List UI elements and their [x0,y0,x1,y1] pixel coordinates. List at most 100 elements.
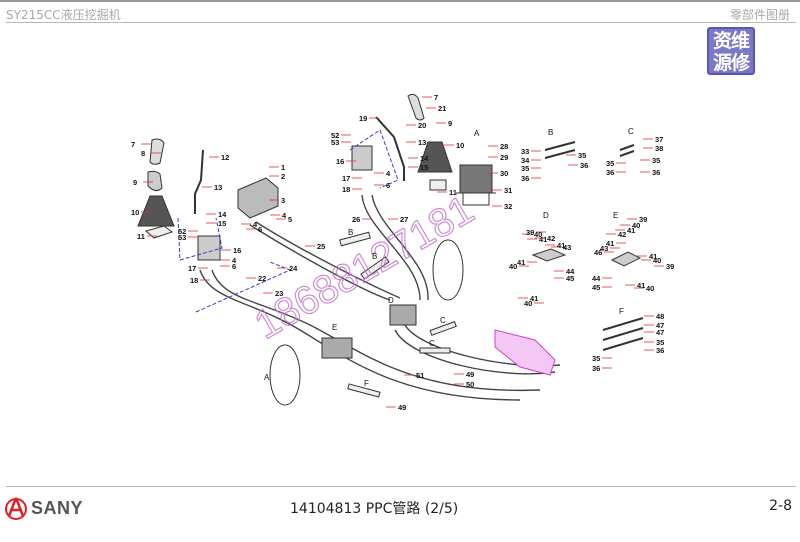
detail-label-F: F [619,307,624,316]
detail-label-C: C [429,339,435,348]
callout-41: 41 [517,258,525,267]
callout-35: 35 [606,159,614,168]
callout-13: 13 [214,183,222,192]
callout-10: 10 [456,141,464,150]
bracket-c-1 [429,321,457,336]
callout-23: 23 [275,289,283,298]
detail-e [610,251,642,267]
callout-30: 30 [500,169,508,178]
footer-divider [6,486,796,487]
callout-40: 40 [653,256,661,265]
plate-right [429,179,447,191]
detail-d [531,248,567,262]
callout-42: 42 [547,234,555,243]
callout-11: 11 [449,188,457,197]
callout-48: 48 [656,312,664,321]
detail-label-B: B [548,128,553,137]
callout-3: 3 [281,196,285,205]
callout-4: 4 [282,211,287,220]
valve-block-center [237,177,279,219]
detail-label-E: E [613,211,618,220]
detail-label-D: D [543,211,549,220]
callout-16: 16 [233,246,241,255]
callout-21: 21 [438,104,446,113]
stamp-line-2: 源修 [712,52,750,74]
sany-logo: SANY [5,496,83,520]
callout-41: 41 [530,294,538,303]
callout-41: 41 [539,235,547,244]
callout-25: 25 [317,242,325,251]
callout-35: 35 [521,164,529,173]
valve-body-left [197,235,221,261]
callout-28: 28 [500,142,508,151]
callout-46: 46 [594,248,602,257]
callout-15: 15 [420,163,428,172]
callout-2: 2 [281,172,285,181]
callout-43: 43 [600,244,608,253]
callout-34: 34 [521,156,530,165]
bracket-f [347,383,381,398]
callout-12: 12 [221,153,229,162]
callout-43: 43 [563,243,571,252]
callout-7: 7 [131,140,135,149]
callout-27: 27 [400,215,408,224]
callout-14: 14 [218,210,227,219]
callout-22: 22 [258,274,266,283]
callout-26: 26 [352,215,360,224]
detail-label-B: B [348,228,353,237]
callout-41: 41 [557,241,565,250]
valve-body-right [351,145,373,171]
callout-42: 42 [618,230,626,239]
boot-right [417,141,453,173]
callout-44: 44 [566,267,575,276]
detail-label-D: D [388,296,394,305]
callout-31: 31 [504,186,512,195]
callout-40: 40 [534,230,542,239]
bracket-b-2 [360,256,390,280]
sany-emblem-icon [5,497,27,520]
callout-35: 35 [578,151,586,160]
callout-16: 16 [336,157,344,166]
callout-4: 4 [386,169,391,178]
callout-51: 51 [416,371,424,380]
lever-knob-left [147,170,163,192]
detail-label-C: C [628,127,634,136]
catalog-title: 零部件图册 [729,8,790,22]
callout-11: 11 [137,232,145,241]
callout-37: 37 [655,135,663,144]
callout-52: 52 [178,227,186,236]
callout-41: 41 [627,226,635,235]
lever-grip-left [149,138,165,165]
callout-45: 45 [566,274,574,283]
callout-36: 36 [652,168,660,177]
callout-38: 38 [655,144,663,153]
callout-36: 36 [656,346,664,355]
lever-grip-right [407,93,425,121]
callout-6: 6 [386,181,390,190]
detail-b [544,141,576,159]
callout-10: 10 [131,208,139,217]
detail-label-B: B [372,252,377,261]
callout-40: 40 [632,221,640,230]
rod-left [194,149,204,214]
callout-14: 14 [420,154,429,163]
callout-9: 9 [133,178,137,187]
callout-50: 50 [466,380,474,389]
callout-36: 36 [580,161,588,170]
bracket-c-2 [419,347,451,354]
callout-39: 39 [666,262,674,271]
callout-9: 9 [448,119,452,128]
bracket-b-1 [339,231,371,247]
callout-39: 39 [526,228,534,237]
callout-8: 8 [141,149,145,158]
callout-13: 13 [418,138,426,147]
top-border [0,0,800,2]
detail-a-oval [269,344,301,406]
highlighted-manifold [494,329,556,376]
callout-1: 1 [281,163,285,172]
callout-49: 49 [466,370,474,379]
callout-36: 36 [592,364,600,373]
callout-20: 20 [418,121,426,130]
callout-53: 53 [331,138,339,147]
detail-label-A: A [264,373,270,382]
